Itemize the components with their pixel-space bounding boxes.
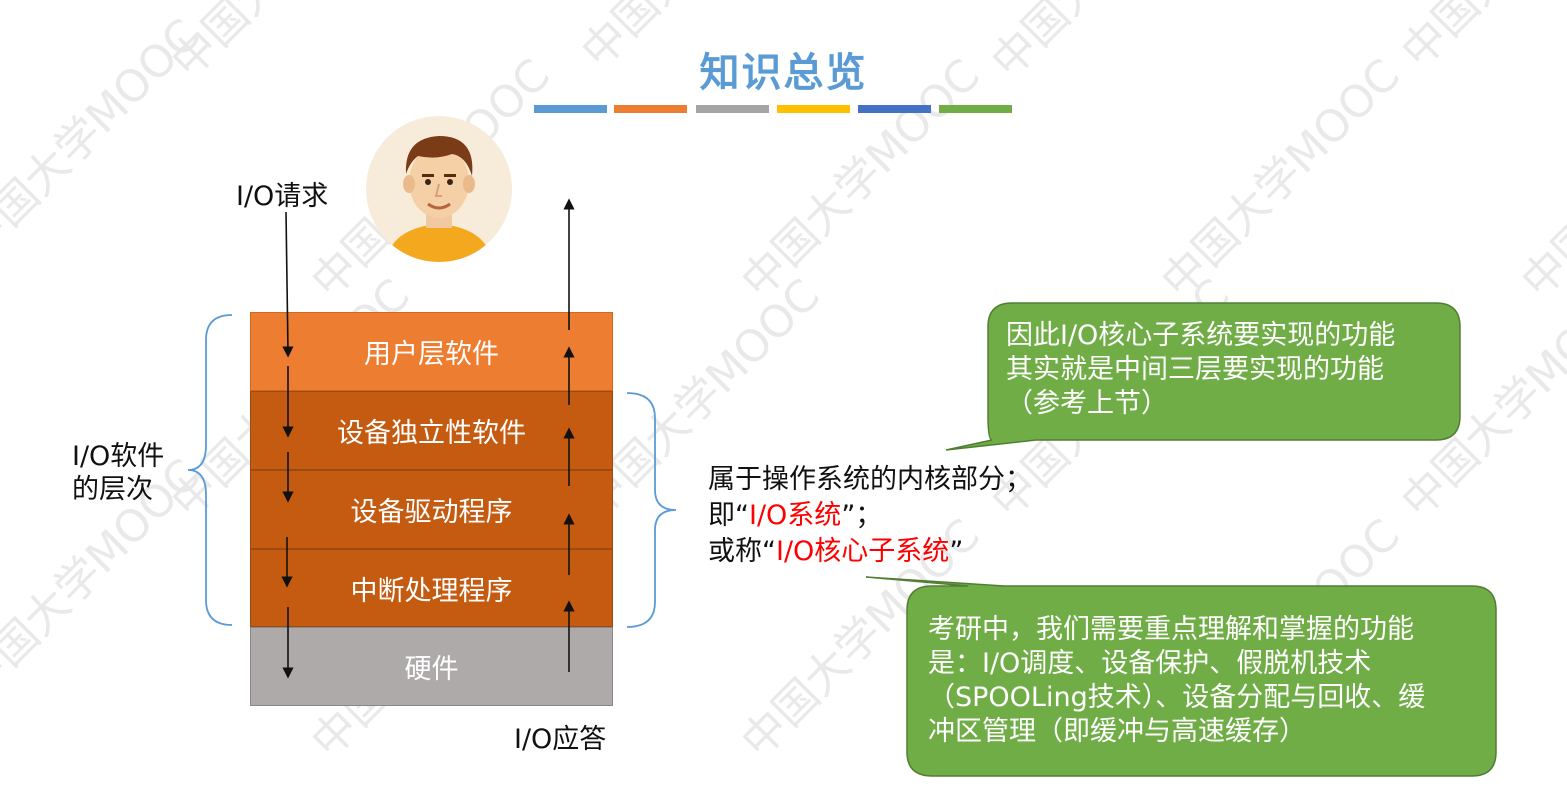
callout-top-line: 因此I/O核心子系统要实现的功能 (1006, 320, 1396, 351)
callout-bottom-bubble (865, 576, 1497, 777)
stripe-orange (614, 105, 687, 113)
callout-top-line: 其实就是中间三层要实现的功能 (1006, 354, 1384, 385)
io-software-label-line1: I/O软件 (72, 441, 165, 472)
stripe-gray (696, 105, 769, 113)
callout-bottom-line: （SPOOLing技术）、设备分配与回收、缓 (928, 682, 1426, 713)
callout-bottom: 考研中，我们需要重点理解和掌握的功能 是：I/O调度、设备保护、假脱机技术 （S… (928, 613, 1425, 749)
layer-user-software: 用户层软件 (250, 312, 613, 391)
layer-device-driver: 设备驱动程序 (250, 470, 613, 549)
quote-prefix: 即“ (708, 500, 749, 531)
callout-bottom-line: 冲区管理（即缓冲与高速缓存） (928, 716, 1306, 747)
callout-top-line: （参考上节） (1006, 388, 1168, 419)
stripe-darkblue (858, 105, 931, 113)
layer-label: 设备驱动程序 (350, 497, 513, 528)
io-software-label-line2: 的层次 (72, 474, 153, 505)
down-arrow (282, 211, 294, 358)
io-response-label: I/O应答 (514, 724, 607, 755)
stripe-yellow (777, 105, 850, 113)
stripe-blue (534, 105, 607, 113)
kernel-description: 属于操作系统的内核部分； 即“I/O系统”； 或称“I/O核心子系统” (708, 462, 1032, 570)
stripe-green (939, 105, 1012, 113)
kernel-description-line1: 属于操作系统的内核部分； (708, 464, 1032, 495)
layer-label: 设备独立性软件 (337, 418, 526, 449)
layer-interrupt-handler: 中断处理程序 (250, 549, 613, 627)
io-system-highlight: I/O系统 (749, 500, 842, 531)
callout-bottom-line: 考研中，我们需要重点理解和掌握的功能 (928, 614, 1414, 645)
left-brace (187, 314, 233, 626)
io-core-subsystem-highlight: I/O核心子系统 (776, 536, 950, 567)
page-title: 知识总览 (699, 49, 868, 96)
quote-suffix: ”； (841, 500, 883, 531)
kernel-description-line3: 或称“I/O核心子系统” (708, 534, 1032, 570)
layer-label: 中断处理程序 (350, 575, 513, 607)
io-request-label: I/O请求 (236, 181, 329, 212)
callout-top: 因此I/O核心子系统要实现的功能 其实就是中间三层要实现的功能 （参考上节） (1006, 319, 1395, 421)
person-avatar-icon (366, 116, 512, 262)
kernel-description-line2: 即“I/O系统”； (708, 498, 1032, 534)
io-software-label: I/O软件 的层次 (72, 440, 164, 506)
layer-device-independent-software: 设备独立性软件 (250, 391, 613, 470)
layer-hardware: 硬件 (250, 627, 613, 706)
callout-top-bubble (945, 302, 1461, 451)
quote-prefix: 或称“ (708, 536, 776, 567)
quote-suffix: ” (949, 536, 964, 567)
right-brace (626, 392, 677, 628)
layer-label: 硬件 (404, 654, 459, 685)
callout-bottom-line: 是：I/O调度、设备保护、假脱机技术 (928, 648, 1372, 679)
layer-label: 用户层软件 (364, 339, 499, 370)
